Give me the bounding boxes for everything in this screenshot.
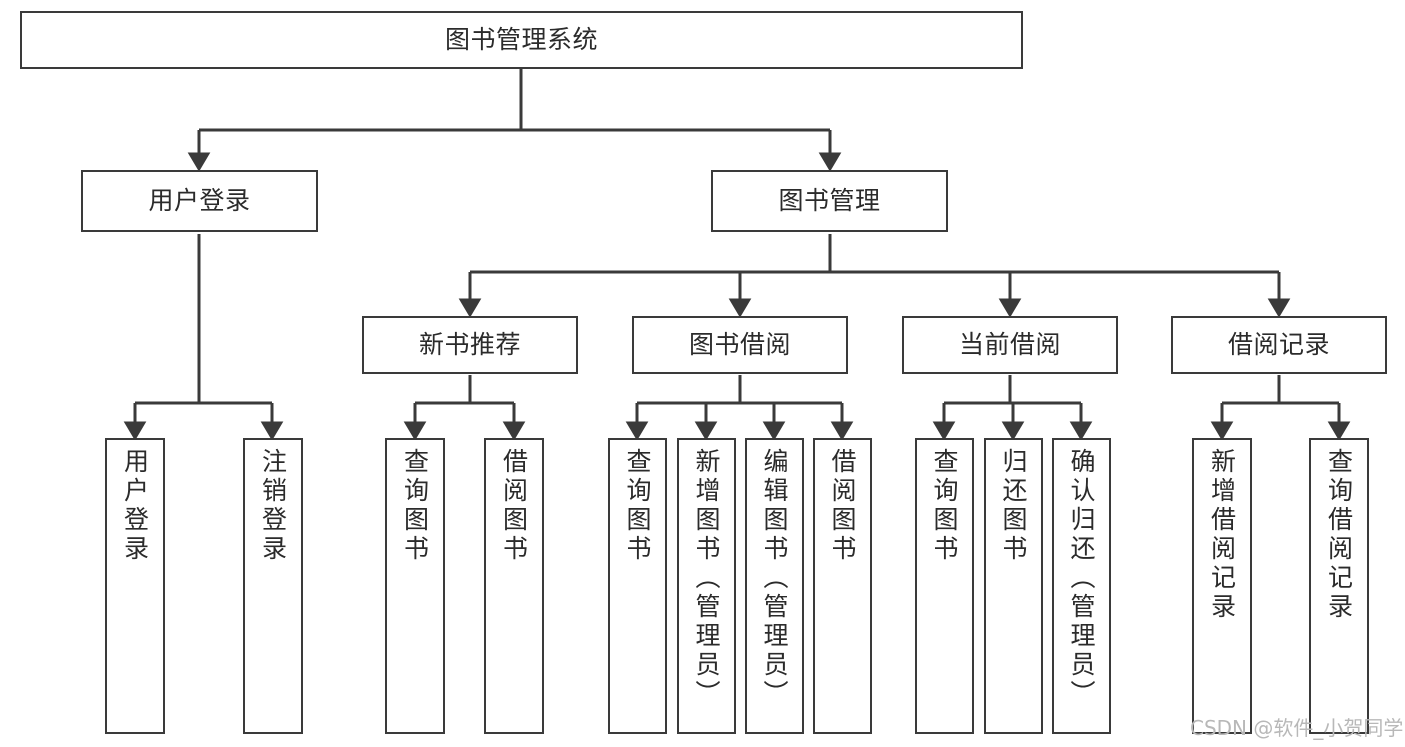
node-book-manage[interactable]: 图书管理: [711, 170, 948, 232]
node-user-login-label: 用户登录: [148, 186, 251, 216]
csdn-watermark-text: CSDN @软件_小贺同学: [1190, 716, 1404, 740]
node-user-login[interactable]: 用户登录: [81, 170, 318, 232]
node-book-borrow[interactable]: 图书借阅: [632, 316, 848, 374]
leaf-current-confirm-return-admin[interactable]: 确认归还（管理员）: [1052, 438, 1111, 734]
node-current-borrow[interactable]: 当前借阅: [902, 316, 1118, 374]
leaf-user-login-signin[interactable]: 用户登录: [105, 438, 165, 734]
node-book-borrow-label: 图书借阅: [688, 330, 791, 360]
node-borrow-record-label: 借阅记录: [1227, 330, 1330, 360]
leaf-newbook-query-book[interactable]: 查询图书: [385, 438, 445, 734]
leaf-borrow-borrow-book[interactable]: 借阅图书: [813, 438, 872, 734]
leaf-borrow-add-book-admin[interactable]: 新增图书（管理员）: [677, 438, 736, 734]
leaf-newbook-borrow-book-label: 借阅图书: [499, 448, 529, 564]
leaf-user-login-signout-label: 注销登录: [258, 448, 288, 564]
node-book-manage-label: 图书管理: [778, 186, 881, 216]
leaf-current-query-book[interactable]: 查询图书: [915, 438, 974, 734]
csdn-watermark: CSDN @软件_小贺同学: [1190, 712, 1403, 741]
node-new-book-recommend[interactable]: 新书推荐: [362, 316, 578, 374]
node-root-system-label: 图书管理系统: [444, 25, 598, 55]
leaf-current-confirm-return-admin-label: 确认归还（管理员）: [1067, 448, 1096, 709]
leaf-borrow-query-book-label: 查询图书: [623, 448, 652, 564]
leaf-borrow-query-book[interactable]: 查询图书: [608, 438, 667, 734]
node-current-borrow-label: 当前借阅: [958, 330, 1061, 360]
leaf-current-return-book-label: 归还图书: [999, 448, 1028, 564]
node-borrow-record[interactable]: 借阅记录: [1171, 316, 1387, 374]
leaf-newbook-borrow-book[interactable]: 借阅图书: [484, 438, 544, 734]
leaf-user-login-signin-label: 用户登录: [120, 448, 150, 564]
leaf-borrow-add-book-admin-label: 新增图书（管理员）: [692, 448, 721, 709]
leaf-user-login-signout[interactable]: 注销登录: [243, 438, 303, 734]
leaf-borrow-borrow-book-label: 借阅图书: [828, 448, 857, 564]
leaf-record-add-record[interactable]: 新增借阅记录: [1192, 438, 1252, 734]
leaf-record-query-record[interactable]: 查询借阅记录: [1309, 438, 1369, 734]
leaf-borrow-edit-book-admin[interactable]: 编辑图书（管理员）: [745, 438, 804, 734]
leaf-newbook-query-book-label: 查询图书: [400, 448, 430, 564]
leaf-current-return-book[interactable]: 归还图书: [984, 438, 1043, 734]
node-new-book-recommend-label: 新书推荐: [418, 330, 521, 360]
leaf-record-add-record-label: 新增借阅记录: [1207, 448, 1237, 622]
leaf-current-query-book-label: 查询图书: [930, 448, 959, 564]
leaf-borrow-edit-book-admin-label: 编辑图书（管理员）: [760, 448, 789, 709]
leaf-record-query-record-label: 查询借阅记录: [1324, 448, 1354, 622]
node-root-system[interactable]: 图书管理系统: [20, 11, 1023, 69]
